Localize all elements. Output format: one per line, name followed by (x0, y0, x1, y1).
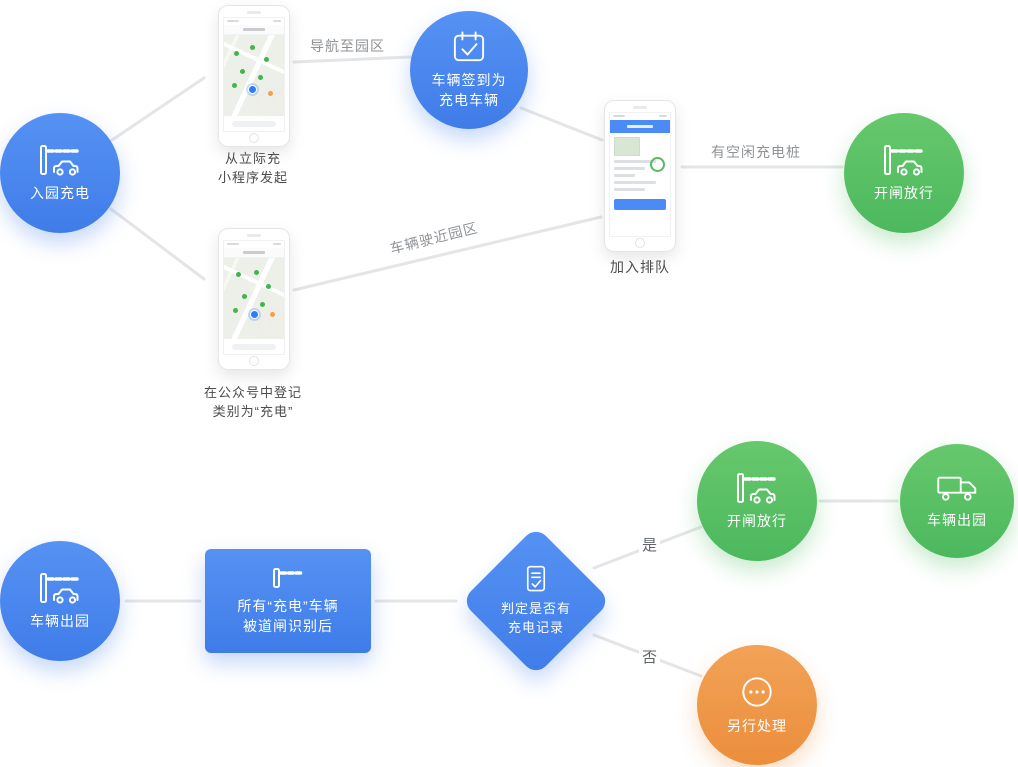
node-gate-open-bottom-label: 开闸放行 (727, 512, 787, 529)
node-gate-open-bottom: 开闸放行 (697, 441, 817, 561)
edge-label-navigate: 导航至园区 (310, 38, 385, 54)
barrier-gate-car-icon (40, 144, 82, 176)
truck-icon (937, 476, 977, 501)
edge-entry-to-miniprogram (110, 76, 206, 142)
node-gate-open-label: 开闸放行 (874, 184, 934, 201)
phone-official-account-map (218, 228, 290, 370)
node-other-handling: 另行处理 (697, 645, 817, 765)
node-decision-label: 判定是否有 充电记录 (501, 599, 571, 637)
edge-miniprogram-to-checkin (292, 55, 413, 64)
barrier-gate-car-icon (40, 572, 82, 604)
barrier-gate-car-icon (884, 144, 926, 176)
map-pin (240, 69, 245, 74)
label-line: 车辆签到为 (431, 71, 507, 88)
map-view (224, 35, 284, 116)
edge-entry-to-official-account (109, 207, 206, 281)
ellipsis-circle-icon (742, 676, 772, 707)
user-location-dot (248, 85, 257, 94)
search-pill (232, 120, 276, 127)
caption-line: 在公众号中登记 (203, 385, 302, 400)
phone-screen (223, 17, 285, 132)
map-pin (264, 57, 269, 62)
map-pin (236, 272, 241, 277)
phone-screen (609, 112, 671, 237)
app-body (610, 133, 670, 236)
node-entry-label: 入园充电 (30, 184, 90, 201)
map-pin (242, 294, 247, 299)
user-location-dot (250, 310, 259, 319)
queue-action-button (614, 199, 666, 210)
node-vehicle-exit: 车辆出园 (0, 541, 120, 661)
text-line-placeholder (614, 181, 656, 184)
map-pin (260, 302, 265, 307)
map-pin (258, 75, 263, 80)
edge-checkin-to-queue (519, 106, 604, 142)
caption-line: 小程序发起 (217, 170, 288, 185)
edge-official-account-to-queue (292, 215, 603, 292)
stamp-badge (650, 157, 665, 172)
map-pin (232, 83, 237, 88)
label-line: 判定是否有 (500, 601, 571, 616)
barrier-gate-icon (273, 567, 304, 588)
map-thumbnail (614, 137, 640, 156)
caption-line: 从立际充 (224, 151, 281, 166)
status-bar (224, 241, 284, 248)
map-pin (234, 51, 239, 56)
node-vehicle-checkin: 车辆签到为 充电车辆 (410, 11, 528, 129)
phone-queue-app (604, 100, 676, 252)
phone-miniprogram-map (218, 5, 290, 147)
app-header (610, 120, 670, 133)
node-decision-charging-record: 判定是否有 充电记录 (461, 526, 611, 676)
label-line: 充电记录 (507, 620, 564, 635)
caption-line: 类别为“充电” (212, 404, 294, 419)
branch-label-no: 否 (639, 646, 661, 667)
map-search-area (224, 116, 284, 131)
node-entry-charging: 入园充电 (0, 113, 120, 233)
map-pin (250, 45, 255, 50)
barrier-gate-car-icon (737, 472, 779, 504)
text-line-placeholder (614, 160, 656, 163)
nav-bar (224, 248, 284, 258)
node-checkin-label: 车辆签到为 充电车辆 (432, 70, 507, 110)
caption-official-account: 在公众号中登记 类别为“充电” (181, 383, 325, 421)
status-bar (610, 113, 670, 120)
calendar-check-icon (453, 30, 485, 61)
branch-label-yes: 是 (639, 534, 661, 555)
map-view (224, 258, 284, 339)
nav-bar (224, 25, 284, 35)
map-pin (266, 284, 271, 289)
phone-screen (223, 240, 285, 355)
text-line-placeholder (614, 174, 635, 177)
node-vehicle-exit-done: 车辆出园 (900, 444, 1014, 558)
node-gate-open-top: 开闸放行 (844, 113, 964, 233)
label-line: 充电车辆 (439, 91, 499, 108)
map-search-area (224, 339, 284, 354)
map-pin-orange (268, 91, 273, 96)
node-other-label: 另行处理 (727, 717, 787, 734)
caption-join-queue: 加入排队 (610, 259, 670, 275)
node-exit-label: 车辆出园 (30, 612, 90, 629)
text-line-placeholder (614, 188, 646, 191)
edge-label-idle-pile: 有空闲充电桩 (711, 144, 801, 160)
status-bar (224, 18, 284, 25)
text-line-placeholder (614, 167, 646, 170)
search-pill (232, 343, 276, 350)
label-line: 被道闸识别后 (242, 617, 333, 634)
document-check-icon (526, 565, 546, 592)
decision-content: 判定是否有 充电记录 (461, 526, 611, 676)
map-pin (233, 308, 238, 313)
node-process-label: 所有“充电”车辆 被道闸识别后 (237, 596, 338, 636)
node-gate-recognition: 所有“充电”车辆 被道闸识别后 (205, 549, 371, 653)
caption-miniprogram: 从立际充 小程序发起 (191, 149, 315, 187)
label-line: 所有“充电”车辆 (237, 597, 339, 614)
map-pin (254, 270, 259, 275)
map-pin-orange (270, 312, 275, 317)
node-exit-done-label: 车辆出园 (927, 511, 987, 528)
